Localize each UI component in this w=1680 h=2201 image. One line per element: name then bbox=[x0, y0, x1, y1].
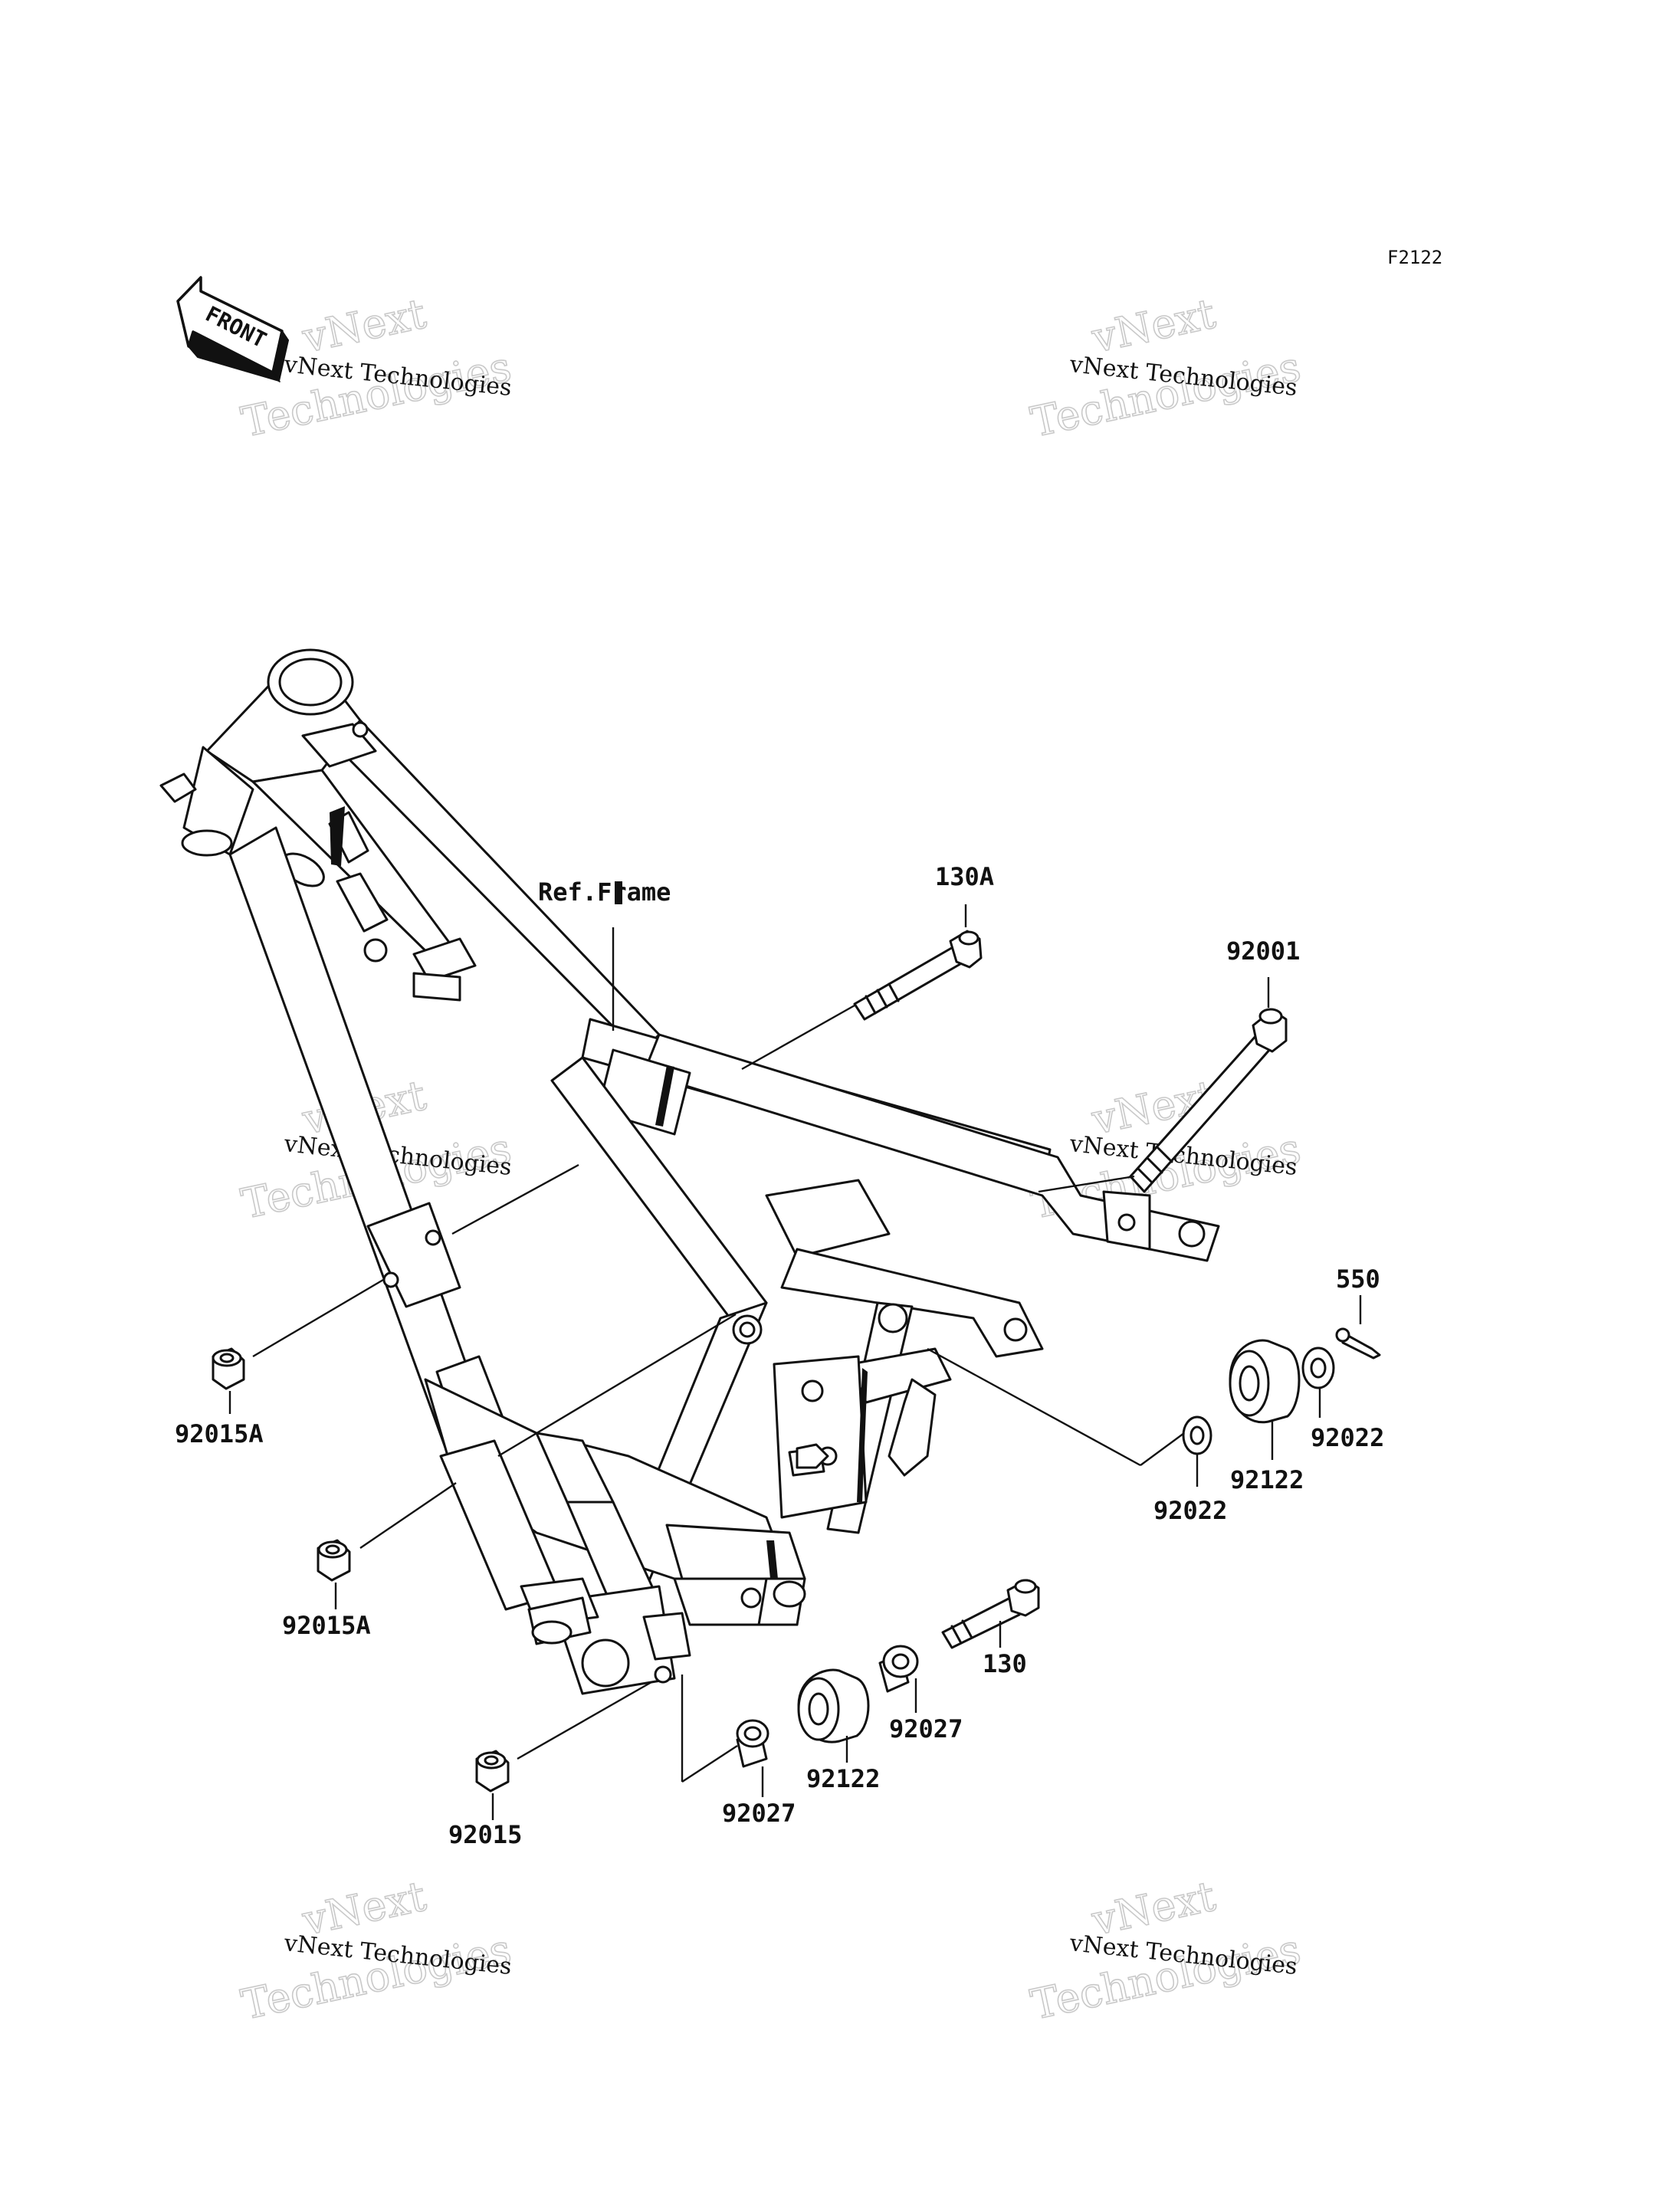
part-label-92022-right[interactable]: 92022 bbox=[1311, 1423, 1384, 1452]
leader-lines bbox=[228, 904, 1362, 1820]
bolt-92001[interactable] bbox=[1129, 1008, 1288, 1193]
part-label-130[interactable]: 130 bbox=[983, 1649, 1027, 1678]
motorcycle-frame bbox=[159, 648, 1220, 1695]
rubber-bushing-92122-bottom[interactable] bbox=[797, 1668, 870, 1743]
front-arrow-icon: FRONT bbox=[176, 276, 290, 383]
part-label-92001[interactable]: 92001 bbox=[1226, 936, 1300, 966]
collar-92027-right[interactable] bbox=[878, 1645, 919, 1693]
part-label-92015a-bottom[interactable]: 92015A bbox=[282, 1611, 371, 1640]
rubber-bushing-92122-right[interactable] bbox=[1229, 1339, 1301, 1424]
nut-92015[interactable] bbox=[475, 1750, 510, 1793]
part-label-92122-bottom[interactable]: 92122 bbox=[806, 1764, 880, 1793]
part-label-92015[interactable]: 92015 bbox=[448, 1820, 522, 1849]
part-label-550[interactable]: 550 bbox=[1336, 1265, 1380, 1294]
part-label-92122-right[interactable]: 92122 bbox=[1230, 1465, 1304, 1494]
watermark-big-1: vNext bbox=[1088, 289, 1220, 362]
part-label-130a[interactable]: 130A bbox=[935, 862, 994, 891]
collar-92027-bottom[interactable] bbox=[736, 1719, 769, 1768]
watermark-big-1: vNext bbox=[298, 289, 431, 362]
nut-92015a-bottom[interactable] bbox=[317, 1539, 351, 1582]
part-label-92027-bottom[interactable]: 92027 bbox=[722, 1799, 796, 1828]
part-label-92022-left[interactable]: 92022 bbox=[1153, 1496, 1227, 1525]
washer-92022-right[interactable] bbox=[1301, 1347, 1335, 1389]
washer-92022-left[interactable] bbox=[1182, 1415, 1212, 1455]
watermark-bot-left: vNext Technologies vNext Technologies bbox=[237, 1871, 516, 2030]
watermark-top-right: vNext Technologies vNext Technologies bbox=[1026, 289, 1305, 448]
part-label-92027-right[interactable]: 92027 bbox=[889, 1714, 963, 1743]
part-label-92015a-top[interactable]: 92015A bbox=[175, 1419, 264, 1448]
nut-92015a-top[interactable] bbox=[212, 1347, 245, 1390]
bolt-130a[interactable] bbox=[853, 930, 983, 1021]
ref-frame-label: Ref.Frame bbox=[538, 877, 671, 907]
diagram-code: F2122 bbox=[1387, 247, 1442, 268]
cotter-pin-550[interactable] bbox=[1335, 1327, 1381, 1360]
bolt-130[interactable] bbox=[941, 1579, 1040, 1649]
watermark-bot-right: vNext Technologies vNext Technologies bbox=[1026, 1871, 1305, 2030]
